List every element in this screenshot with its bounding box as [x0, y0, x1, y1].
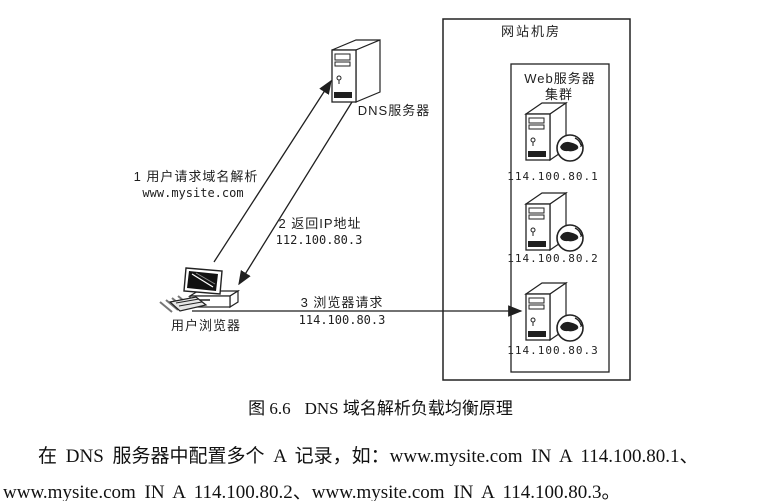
web-server-2-icon [525, 192, 584, 252]
figure-caption: 图 6.6 DNS 域名解析负载均衡原理 [0, 394, 761, 419]
server-room-box [442, 18, 631, 381]
user-browser-label: 用户浏览器 [170, 318, 241, 333]
web-server-3-ip: 114.100.80.3 [507, 344, 599, 357]
server-room-label: 网站机房 [500, 24, 561, 39]
step1-domain: www.mysite.com [142, 186, 244, 200]
web-cluster-box [510, 63, 610, 373]
web-cluster-label-line2: 集群 [544, 87, 573, 102]
diagram-canvas [159, 18, 631, 381]
web-server-1-icon [525, 102, 584, 162]
dns-server-label: DNS服务器 [357, 103, 431, 118]
dns-server-icon [331, 39, 381, 103]
step2-ip: 112.100.80.3 [275, 233, 363, 247]
arrow-step2-return-ip [238, 101, 353, 286]
body-text-line1: 在 DNS 服务器中配置多个 A 记录，如：www.mysite.com IN … [38, 446, 699, 467]
step2-label: 2 返回IP地址 [278, 216, 362, 231]
web-server-3-icon [525, 282, 584, 342]
figure-number: 图 6.6 [248, 399, 291, 418]
web-server-1-ip: 114.100.80.1 [507, 170, 599, 183]
web-cluster-label-line1: Web服务器 [524, 71, 596, 86]
user-computer-icon [159, 267, 241, 313]
step3-label: 3 浏览器请求 [300, 295, 384, 310]
web-server-2-ip: 114.100.80.2 [507, 252, 599, 265]
arrow-step1-request [213, 79, 332, 263]
figure-title: DNS 域名解析负载均衡原理 [304, 399, 513, 418]
step1-label: 1 用户请求域名解析 [133, 169, 259, 184]
body-text-line2: www.mysite.com IN A 114.100.80.2、www.mys… [3, 482, 621, 501]
step3-ip: 114.100.80.3 [298, 313, 386, 327]
